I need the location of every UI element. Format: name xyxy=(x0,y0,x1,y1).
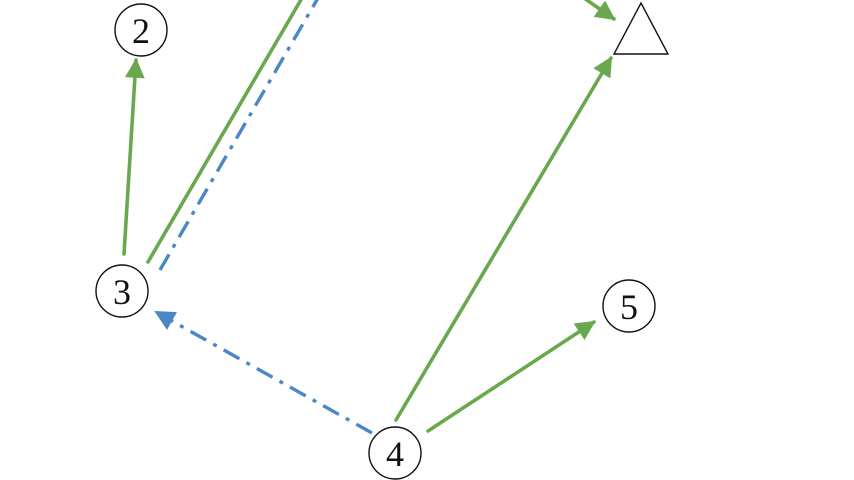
node-2-label: 2 xyxy=(132,11,150,51)
node-5-label: 5 xyxy=(620,287,638,327)
edge-4-to-5 xyxy=(426,320,596,433)
edge-offscreen-to-triangle xyxy=(583,0,616,21)
node-3: 3 xyxy=(95,264,149,318)
edge-4-to-triangle xyxy=(394,56,613,422)
node-4-label: 4 xyxy=(386,434,404,474)
node-5: 5 xyxy=(602,279,656,333)
edge-3-to-2 xyxy=(122,58,145,256)
edge-3-dashdot-offscreen xyxy=(158,0,319,271)
edge-4-to-3 xyxy=(154,310,373,435)
node-3-label: 3 xyxy=(113,272,131,312)
node-2: 2 xyxy=(114,3,168,57)
edge-3-to-offscreen xyxy=(146,0,303,264)
node-4: 4 xyxy=(368,426,422,480)
target-triangle xyxy=(612,1,670,55)
